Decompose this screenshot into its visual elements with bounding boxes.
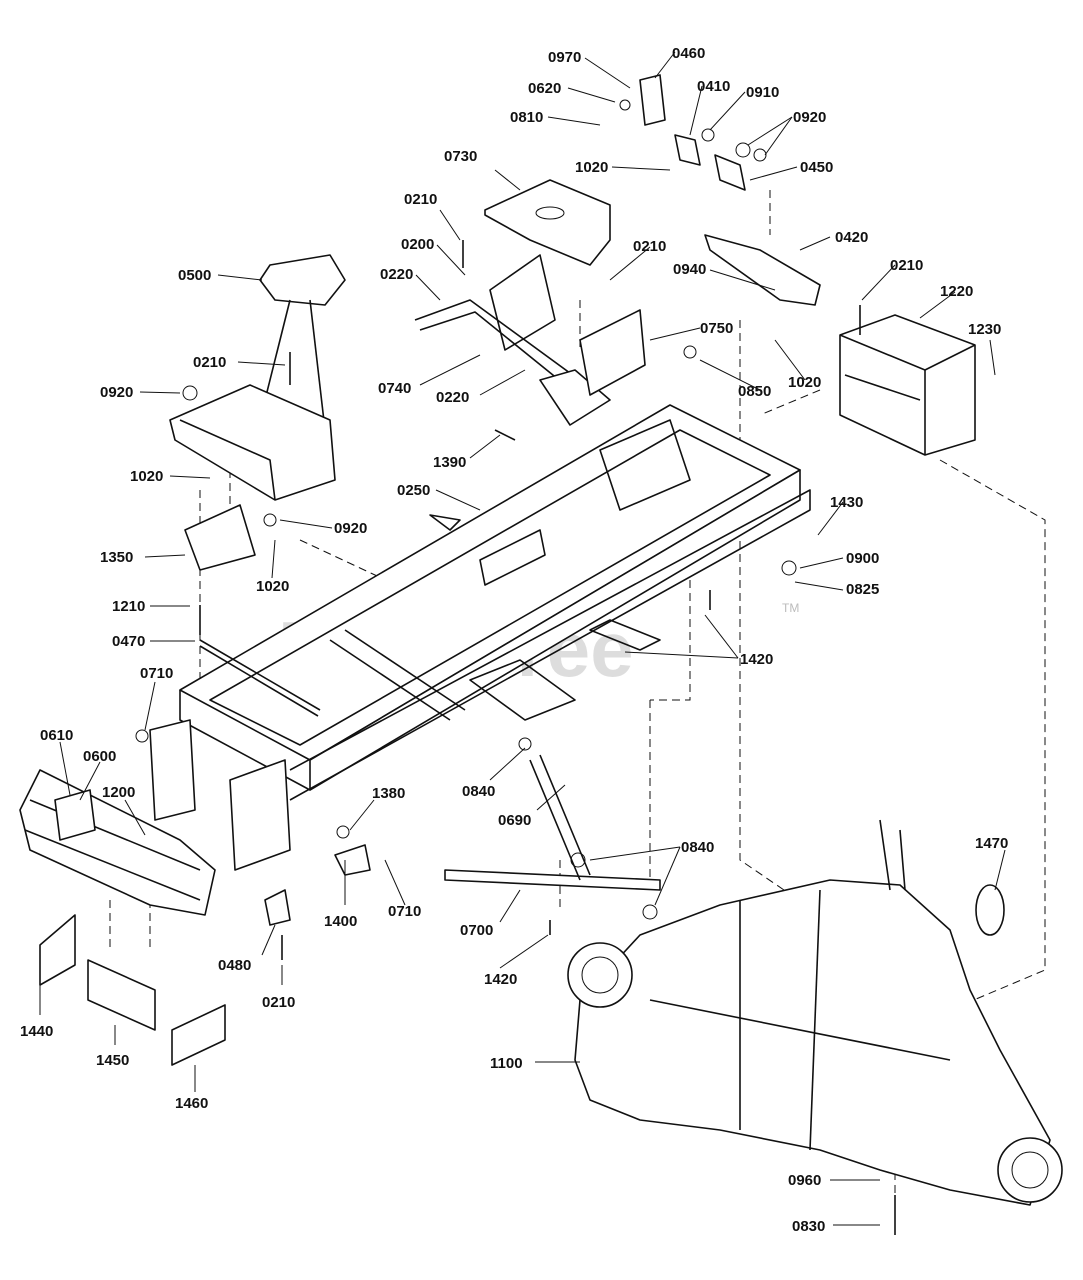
callout-0210-a: 0210 <box>404 191 437 208</box>
callout-0250: 0250 <box>397 482 430 499</box>
callout-0840-b: 0840 <box>681 839 714 856</box>
callout-0210-d: 0210 <box>193 354 226 371</box>
callout-0825: 0825 <box>846 581 879 598</box>
callout-0810: 0810 <box>510 109 543 126</box>
callout-0900: 0900 <box>846 550 879 567</box>
callout-0480: 0480 <box>218 957 251 974</box>
steering-bracket <box>169 254 346 571</box>
front-bumper <box>19 719 291 916</box>
callout-0220-a: 0220 <box>380 266 413 283</box>
callout-0700: 0700 <box>460 922 493 939</box>
steering-linkage <box>414 254 646 441</box>
hinge-parts <box>619 74 767 191</box>
top-cover <box>484 179 611 266</box>
callout-0610: 0610 <box>40 727 73 744</box>
callout-0940: 0940 <box>673 261 706 278</box>
callout-0460: 0460 <box>672 45 705 62</box>
callout-1350: 1350 <box>100 549 133 566</box>
callout-1020-top: 1020 <box>575 159 608 176</box>
bracket-0420 <box>704 234 821 306</box>
callout-0450: 0450 <box>800 159 833 176</box>
callout-0710-a: 0710 <box>140 665 173 682</box>
callout-0920-top: 0920 <box>793 109 826 126</box>
watermark-tm: TM <box>782 601 799 615</box>
callout-0600: 0600 <box>83 748 116 765</box>
callout-0710-b: 0710 <box>388 903 421 920</box>
callout-1440: 1440 <box>20 1023 53 1040</box>
callout-1210: 1210 <box>112 598 145 615</box>
callout-1380: 1380 <box>372 785 405 802</box>
callout-1100: 1100 <box>490 1055 523 1072</box>
callout-0410: 0410 <box>697 78 730 95</box>
callout-1230: 1230 <box>968 321 1001 338</box>
callout-0920-left: 0920 <box>100 384 133 401</box>
callout-1460: 1460 <box>175 1095 208 1112</box>
callout-1020-right: 1020 <box>788 374 821 391</box>
callout-1470: 1470 <box>975 835 1008 852</box>
rod-0470 <box>199 639 321 717</box>
callout-0740: 0740 <box>378 380 411 397</box>
callout-0910: 0910 <box>746 84 779 101</box>
callout-0840-a: 0840 <box>462 783 495 800</box>
callout-0920-mid: 0920 <box>334 520 367 537</box>
battery-box <box>839 314 976 456</box>
callout-0960: 0960 <box>788 1172 821 1189</box>
callout-0690: 0690 <box>498 812 531 829</box>
callout-1020-left: 1020 <box>130 468 163 485</box>
callout-0620: 0620 <box>528 80 561 97</box>
callout-0220-b: 0220 <box>436 389 469 406</box>
callout-1390: 1390 <box>433 454 466 471</box>
transmission <box>567 819 1063 1206</box>
callout-1400: 1400 <box>324 913 357 930</box>
callout-0210-b: 0210 <box>633 238 666 255</box>
callout-0500: 0500 <box>178 267 211 284</box>
callout-0210-e: 0210 <box>262 994 295 1011</box>
callout-labels: 0970 0460 0620 0410 0910 0810 0920 1020 … <box>20 45 1008 1235</box>
callout-0830: 0830 <box>792 1218 825 1235</box>
callout-1200: 1200 <box>102 784 135 801</box>
main-frame <box>179 404 811 801</box>
fasteners <box>135 240 896 1235</box>
leader-lines <box>39 51 1006 1226</box>
callout-1430: 1430 <box>830 494 863 511</box>
callout-0470: 0470 <box>112 633 145 650</box>
small-brackets <box>264 844 371 926</box>
callout-0970: 0970 <box>548 49 581 66</box>
callout-1220: 1220 <box>940 283 973 300</box>
callout-1420-b: 1420 <box>484 971 517 988</box>
callout-0750: 0750 <box>700 320 733 337</box>
decals <box>39 914 226 1066</box>
drag-link <box>444 754 661 891</box>
callout-0420: 0420 <box>835 229 868 246</box>
callout-0850: 0850 <box>738 383 771 400</box>
callout-1420-a: 1420 <box>740 651 773 668</box>
callout-0210-c: 0210 <box>890 257 923 274</box>
callout-0200: 0200 <box>401 236 434 253</box>
callout-1020-low: 1020 <box>256 578 289 595</box>
callout-1450: 1450 <box>96 1052 129 1069</box>
callout-0730: 0730 <box>444 148 477 165</box>
